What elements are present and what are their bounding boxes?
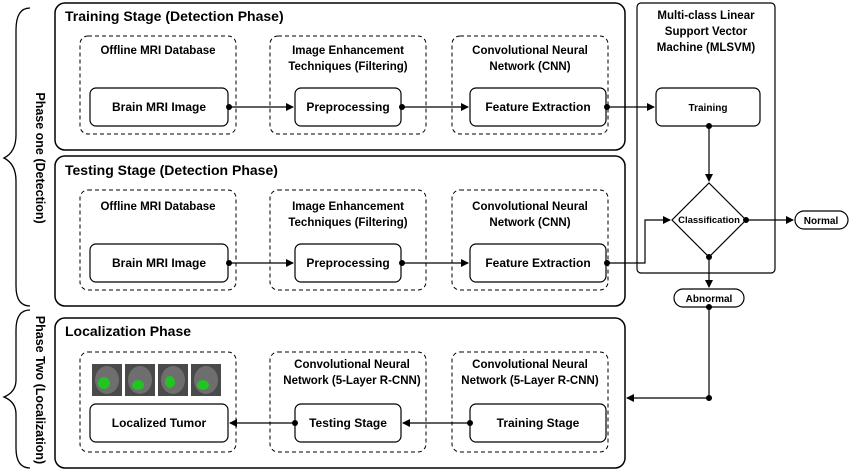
localization-group-training	[451, 351, 609, 453]
localization-group-testing	[269, 351, 427, 453]
normal-label: Normal	[804, 216, 839, 227]
testing-stage-panel	[54, 155, 626, 307]
mlsvm-title-2: Support Vector	[665, 26, 748, 38]
testing-brain-mri-label: Brain MRI Image	[112, 256, 206, 270]
rcnn-testing-stage-label: Testing Stage	[309, 416, 387, 430]
localization-group-training-title-1: Convolutional Neural	[472, 359, 588, 371]
svm-training-label: Training	[689, 103, 728, 114]
normal-terminal	[794, 210, 849, 230]
training-group-enhancement-title-1: Image Enhancement	[292, 45, 404, 57]
training-group-database-title: Offline MRI Database	[100, 45, 215, 57]
mlsvm-panel	[636, 2, 776, 274]
localized-tumor-label: Localized Tumor	[112, 416, 207, 430]
training-group-cnn-title-1: Convolutional Neural	[472, 45, 588, 57]
testing-group-enhancement-title-2: Techniques (Filtering)	[288, 217, 407, 229]
training-group-cnn-title-2: Network (CNN)	[489, 61, 570, 73]
training-stage-panel	[54, 2, 626, 151]
training-preprocessing-label: Preprocessing	[306, 100, 389, 114]
testing-group-database	[79, 189, 237, 291]
phase-two-label: Phase Two (Localization)	[33, 316, 47, 464]
testing-group-cnn	[451, 189, 609, 291]
mri-thumbnail	[158, 364, 188, 396]
localization-group-training-title-2: Network (5-Layer R-CNN)	[461, 375, 599, 387]
testing-feature-extraction-label: Feature Extraction	[485, 256, 590, 270]
training-feature-extraction-label: Feature Extraction	[485, 100, 590, 114]
mlsvm-title-3: Machine (MLSVM)	[657, 42, 756, 54]
localization-group-testing-title-2: Network (5-Layer R-CNN)	[283, 375, 421, 387]
testing-group-enhancement	[269, 189, 427, 291]
localization-panel	[54, 317, 626, 469]
mri-thumbnail	[125, 364, 155, 396]
training-group-cnn	[451, 35, 609, 135]
mri-thumbnail	[92, 364, 122, 396]
training-brain-mri-label: Brain MRI Image	[112, 100, 206, 114]
localized-tumor-box	[89, 403, 229, 443]
connector-dots	[226, 104, 749, 426]
mri-thumbnail-strip	[92, 364, 221, 396]
testing-group-enhancement-title-1: Image Enhancement	[292, 201, 404, 213]
phase-one-brace	[2, 7, 31, 307]
training-group-enhancement-title-2: Techniques (Filtering)	[288, 61, 407, 73]
phase-one-label: Phase one (Detection)	[33, 92, 47, 223]
testing-group-database-title: Offline MRI Database	[100, 201, 215, 213]
connectors	[229, 103, 794, 427]
testing-group-cnn-title-1: Convolutional Neural	[472, 201, 588, 213]
phase-two-brace	[2, 309, 31, 469]
localization-title: Localization Phase	[65, 323, 191, 339]
classification-label: Classification	[678, 215, 740, 226]
rcnn-training-stage-label: Training Stage	[497, 416, 580, 430]
localization-group-testing-title-1: Convolutional Neural	[294, 359, 410, 371]
localization-group-result	[79, 351, 237, 453]
training-stage-title: Training Stage (Detection Phase)	[65, 8, 284, 24]
training-group-database	[79, 35, 237, 135]
abnormal-label: Abnormal	[686, 294, 733, 305]
testing-preprocessing-label: Preprocessing	[306, 256, 389, 270]
testing-stage-title: Testing Stage (Detection Phase)	[65, 162, 278, 178]
mri-thumbnail	[191, 364, 221, 396]
training-group-enhancement	[269, 35, 427, 135]
mlsvm-title-1: Multi-class Linear	[657, 10, 755, 22]
testing-group-cnn-title-2: Network (CNN)	[489, 217, 570, 229]
